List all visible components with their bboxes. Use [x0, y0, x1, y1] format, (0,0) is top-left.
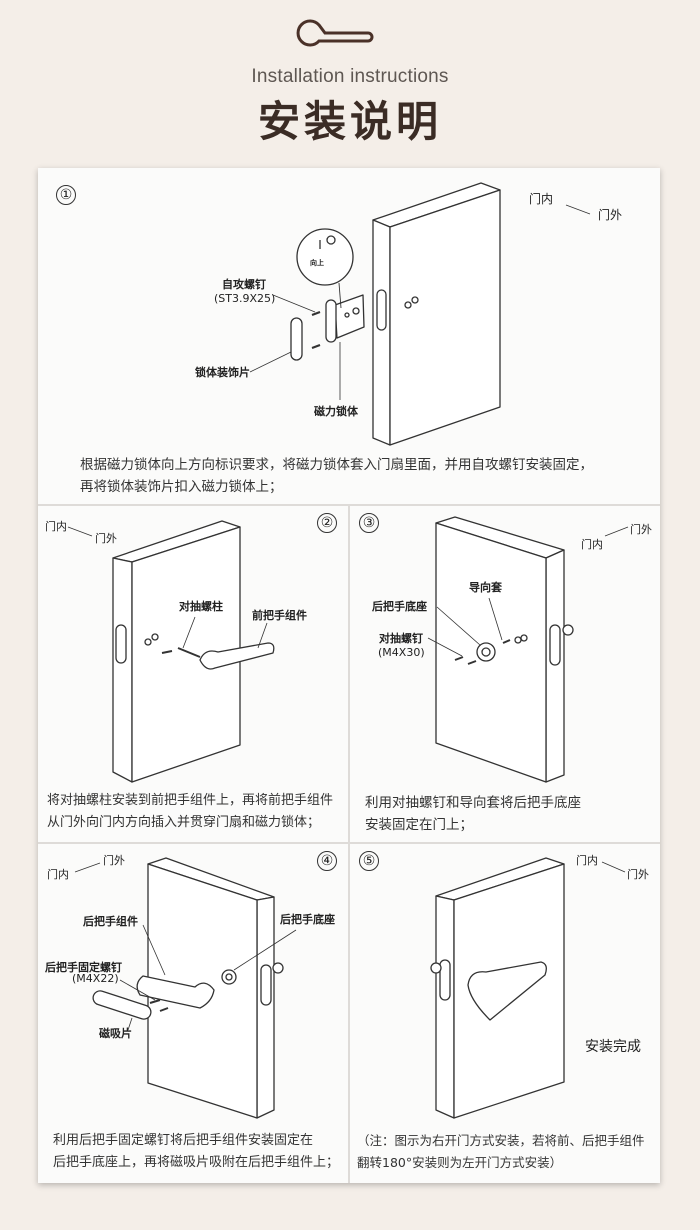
- description-line: 翻转180°安装则为左开门方式安装）: [357, 1155, 563, 1170]
- step-number: ①: [56, 185, 76, 205]
- description-line: （注：图示为右开门方式安装，若将前、后把手组件: [357, 1133, 645, 1148]
- description-line: 后把手底座上，再将磁吸片吸附在后把手组件上；: [53, 1155, 340, 1170]
- leader-lines: [249, 204, 591, 400]
- lock-body: [296, 228, 365, 343]
- label-fix-screw-spec: (M4X22): [72, 972, 119, 985]
- direction-outside: 门外: [103, 854, 125, 867]
- direction-outside: 门外: [598, 208, 623, 222]
- label-rear-base: 后把手底座: [280, 913, 335, 926]
- magnetic-plate: [92, 990, 152, 1020]
- step-description: 将对抽螺柱安装到前把手组件上，再将前把手组件 从门外向门内方向插入并贯穿门扇和磁…: [47, 790, 333, 834]
- step-description: 利用后把手固定螺钉将后把手组件安装固定在 后把手底座上，再将磁吸片吸附在后把手组…: [53, 1130, 339, 1174]
- step-number: ③: [359, 513, 379, 533]
- description-line: 利用对抽螺钉和导向套将后把手底座: [365, 795, 581, 811]
- label-magnet: 磁吸片: [99, 1027, 132, 1040]
- description-line: 根据磁力锁体向上方向标识要求，将磁力锁体套入门扇里面，并用自攻螺钉安装固定，: [80, 457, 593, 473]
- label-rear-base: 后把手底座: [372, 600, 427, 613]
- label-screw: 对抽螺钉: [379, 632, 423, 645]
- direction-inside: 门内: [47, 868, 69, 881]
- label-front-handle: 前把手组件: [252, 609, 307, 622]
- direction-inside: 门内: [581, 538, 603, 551]
- label-rear-handle: 后把手组件: [83, 915, 138, 928]
- label-guide: 导向套: [469, 581, 502, 594]
- direction-outside: 门外: [627, 868, 649, 881]
- label-stud: 对抽螺柱: [179, 600, 223, 613]
- door-step-1: [372, 182, 501, 446]
- title-chinese: 安装说明: [257, 97, 442, 146]
- description-line: 从门外向门内方向插入并贯穿门扇和磁力锁体；: [47, 815, 321, 830]
- label-fix-screw: 后把手固定螺钉: [45, 961, 122, 974]
- step-number: ④: [317, 851, 337, 871]
- direction-outside: 门外: [630, 523, 652, 536]
- direction-inside: 门内: [576, 854, 598, 867]
- installed-handle: [467, 961, 547, 1021]
- door-step-2: [112, 520, 241, 783]
- step-number: ⑤: [359, 851, 379, 871]
- description-line: 将对抽螺柱安装到前把手组件上，再将前把手组件: [47, 793, 334, 808]
- label-screw-spec: (M4X30): [378, 646, 425, 659]
- install-complete-label: 安装完成: [585, 1039, 641, 1055]
- title-english: Installation instructions: [251, 66, 449, 87]
- door-step-3: [435, 516, 574, 783]
- direction-outside: 门外: [95, 532, 117, 545]
- divider: [348, 505, 350, 1183]
- rear-handle: [136, 969, 237, 1009]
- label-screw: 自攻螺钉: [222, 278, 266, 291]
- up-arrow-label: 向上: [310, 259, 324, 267]
- description-line: 利用后把手固定螺钉将后把手组件安装固定在: [53, 1133, 314, 1148]
- description-line: 再将锁体装饰片扣入磁力锁体上；: [80, 479, 283, 495]
- direction-inside: 门内: [529, 192, 554, 206]
- label-screw-spec: (ST3.9X25): [214, 292, 276, 305]
- screws: [311, 310, 321, 350]
- step-number: ②: [317, 513, 337, 533]
- step-note: （注：图示为右开门方式安装，若将前、后把手组件 翻转180°安装则为左开门方式安…: [357, 1130, 645, 1174]
- step-description: 利用对抽螺钉和导向套将后把手底座 安装固定在门上；: [365, 792, 581, 836]
- rear-handle-base: [454, 634, 528, 665]
- lock-trim-plate: [290, 317, 303, 361]
- label-trim: 锁体装饰片: [195, 366, 250, 379]
- front-handle: [161, 642, 275, 670]
- direction-inside: 门内: [45, 520, 67, 533]
- label-lock-body: 磁力锁体: [314, 405, 358, 418]
- door-handle-icon: [296, 19, 374, 47]
- description-line: 安装固定在门上；: [365, 817, 473, 833]
- step-description: 根据磁力锁体向上方向标识要求，将磁力锁体套入门扇里面，并用自攻螺钉安装固定， 再…: [80, 454, 593, 498]
